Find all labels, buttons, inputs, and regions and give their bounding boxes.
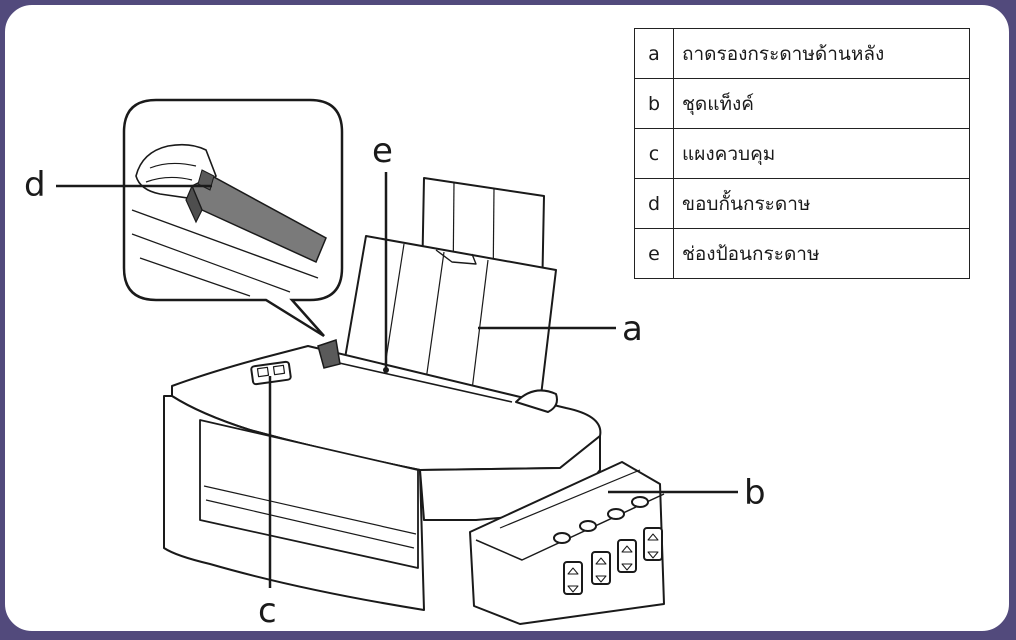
legend-label: แผงควบคุม [673,128,970,179]
callout-c: c [258,591,277,631]
legend-row-d: d ขอบกั้นกระดาษ [634,178,970,229]
legend-label: ช่องป้อนกระดาษ [673,228,970,279]
zoom-inset [122,98,344,338]
callout-a: a [622,309,643,349]
legend-label: ถาดรองกระดาษด้านหลัง [673,28,970,79]
printer-body [163,177,665,625]
legend-row-a: a ถาดรองกระดาษด้านหลัง [634,28,970,79]
printer-edge-guide [317,339,341,369]
callout-b: b [744,473,766,513]
legend-key: c [634,128,674,179]
legend-label: ชุดแท็งค์ [673,78,970,129]
legend-key: a [634,28,674,79]
leader-lines [56,172,738,588]
legend-table: a ถาดรองกระดาษด้านหลัง b ชุดแท็งค์ c แผง… [634,28,970,279]
legend-row-e: e ช่องป้อนกระดาษ [634,228,970,279]
legend-label: ขอบกั้นกระดาษ [673,178,970,229]
callout-d: d [24,165,46,205]
legend-key: e [634,228,674,279]
legend-key: d [634,178,674,229]
callout-e: e [372,131,393,171]
legend-row-c: c แผงควบคุม [634,128,970,179]
legend-key: b [634,78,674,129]
legend-row-b: b ชุดแท็งค์ [634,78,970,129]
